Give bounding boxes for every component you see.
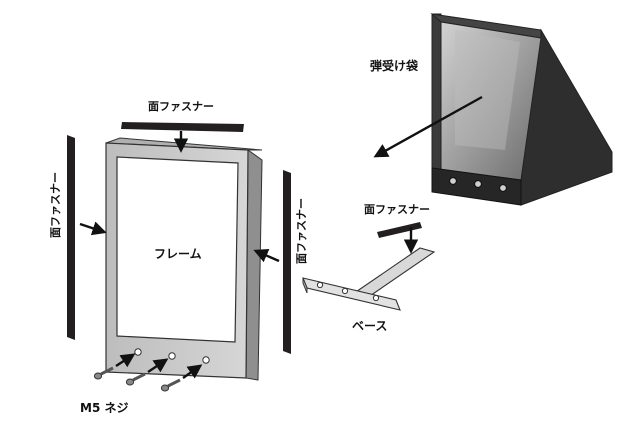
base-bolt-hole: [372, 294, 380, 302]
screw-icon: [160, 378, 181, 392]
screw-icon: [125, 372, 146, 386]
frame-bolt-hole: [168, 352, 176, 360]
frame-side-face: [245, 149, 263, 381]
bag-left-wall: [431, 13, 442, 176]
base-plate-edge: [302, 277, 308, 294]
bag-inner-fold: [455, 30, 520, 150]
top-tape-label: 面ファスナー: [148, 100, 214, 113]
bag-bolt-hole: [474, 180, 482, 188]
left-fastener-tape: [67, 135, 75, 340]
base-bracket: [302, 247, 436, 311]
bullet-bag-label: 弾受け袋: [370, 58, 419, 73]
screws-label: M5 ネジ: [80, 401, 128, 415]
bag-bolt-hole: [499, 184, 507, 192]
base-label: ベース: [352, 319, 387, 333]
base-bolt-hole: [341, 287, 349, 295]
frame: [105, 137, 263, 381]
frame-bolt-hole: [202, 356, 210, 364]
right-tape-label: 面ファスナー: [295, 198, 308, 264]
right-fastener-tape: [283, 170, 291, 354]
base-fastener-tape: [377, 222, 422, 238]
arrow-icon: [182, 364, 203, 379]
bullet-bag: [430, 13, 613, 206]
screw-icon: [93, 366, 114, 380]
frame-bolt-hole: [134, 348, 142, 356]
left-tape-label: 面ファスナー: [49, 172, 62, 238]
arrow-icon: [253, 248, 280, 263]
frame-opening: [116, 156, 239, 343]
arrow-icon: [147, 358, 169, 373]
top-fastener-tape: [121, 122, 244, 132]
arrow-icon: [115, 353, 136, 368]
base-tape-label: 面ファスナー: [364, 203, 430, 216]
arrow-icon: [373, 95, 483, 158]
frame-label: フレーム: [154, 247, 202, 261]
bag-bolt-hole: [449, 177, 457, 185]
base-bolt-hole: [316, 281, 324, 289]
arrow-icon: [79, 221, 107, 236]
